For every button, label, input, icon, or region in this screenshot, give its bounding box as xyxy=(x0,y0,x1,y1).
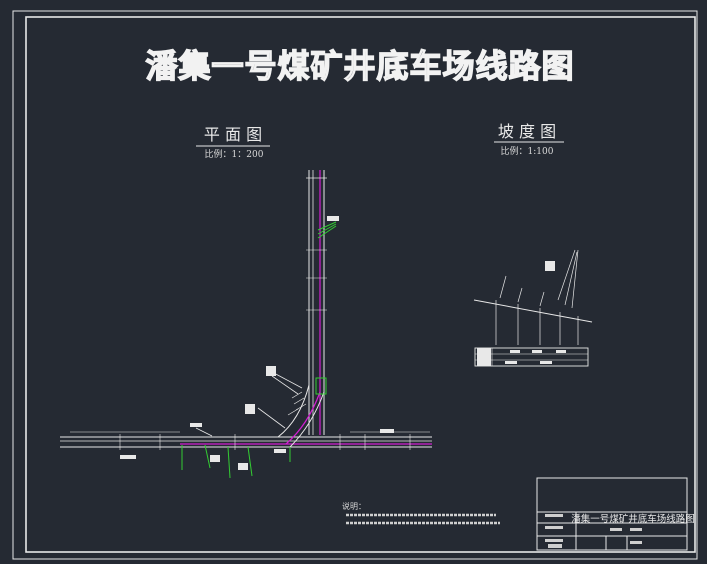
junction-curves xyxy=(277,377,327,448)
lower-green-annotations xyxy=(181,444,291,479)
track-ticks xyxy=(119,434,411,450)
title-block-cell-marks xyxy=(545,514,642,548)
plan-scale: 比例：1：200 xyxy=(205,148,264,160)
junction-leaders xyxy=(195,371,303,437)
junction-label-markers xyxy=(190,366,276,427)
shaft-label-marker xyxy=(327,216,339,221)
lower-label-markers xyxy=(120,429,394,470)
junction-hatching xyxy=(287,391,307,416)
shaft-label-leaders xyxy=(317,221,337,239)
profile-title: 坡 度 图 xyxy=(498,122,556,141)
vertical-track xyxy=(306,170,327,435)
plan-title: 平 面 图 xyxy=(204,125,262,144)
horizontal-track xyxy=(60,431,432,448)
notes-label: 说明： xyxy=(342,501,366,511)
profile-markers xyxy=(477,261,566,366)
drawing-frame xyxy=(12,10,698,560)
main-title: 潘集一号煤矿井底车场线路图 xyxy=(145,47,574,85)
title-block-name: 潘集一号煤矿井底车场线路图 xyxy=(571,513,695,525)
notes-lines xyxy=(346,513,500,525)
profile-scale: 比例：1:100 xyxy=(501,145,554,157)
title-block xyxy=(536,477,688,551)
profile-diagram xyxy=(473,249,593,367)
